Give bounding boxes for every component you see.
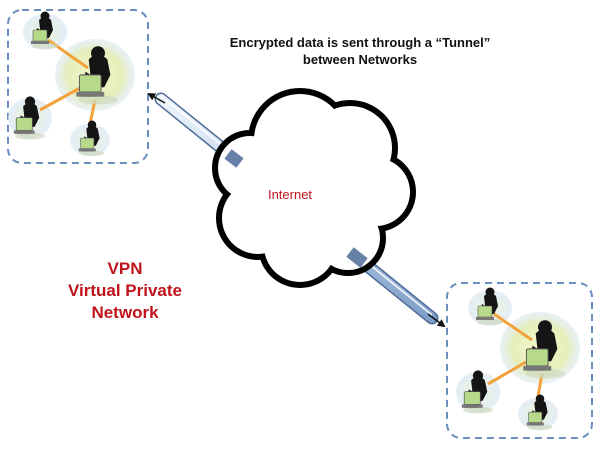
- cloud-icon: [212, 88, 416, 288]
- tunnel-caption-line-2: between Networks: [302, 52, 418, 67]
- vpn-title: VPN Virtual Private Network: [40, 258, 210, 324]
- internet-label: Internet: [267, 187, 313, 202]
- network-a-boundary: [7, 9, 149, 164]
- vpn-title-line-3: Network: [91, 303, 159, 322]
- arrow-icon: [147, 93, 446, 328]
- vpn-title-line-2: Virtual Private: [67, 281, 183, 300]
- vpn-title-line-1: VPN: [107, 259, 143, 278]
- tunnel-caption: Encrypted data is sent through a “Tunnel…: [200, 34, 520, 68]
- tunnel-caption-line-1: Encrypted data is sent through a “Tunnel…: [229, 35, 491, 50]
- tunnel-inner-segment: [224, 149, 368, 268]
- network-a: [7, 9, 149, 164]
- network-b: [446, 282, 593, 439]
